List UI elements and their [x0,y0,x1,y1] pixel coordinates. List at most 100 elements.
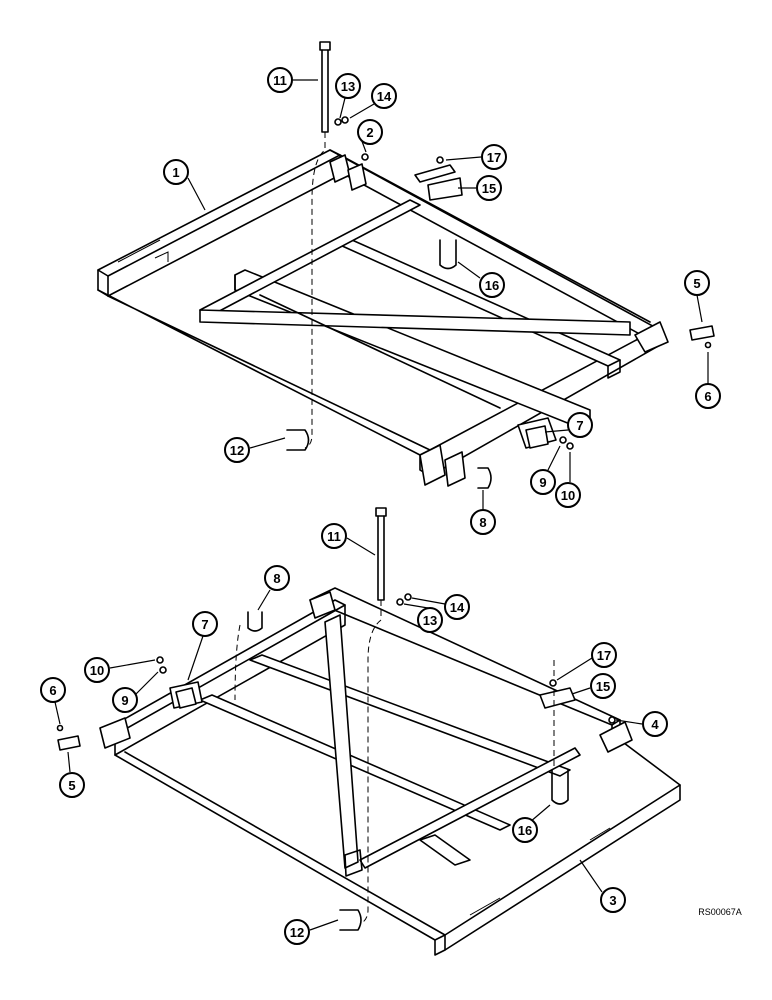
svg-text:6: 6 [49,683,56,698]
bottom-nut-17 [549,679,557,687]
top-frame-hitch-brackets [329,154,669,487]
callout-5-bottom: 5 [59,772,85,798]
callout-14-bottom: 14 [444,594,470,620]
svg-text:13: 13 [341,79,355,94]
svg-text:12: 12 [290,925,304,940]
callout-12-bottom: 12 [284,919,310,945]
callouts-top: 1 2 5 6 7 9 [163,67,721,535]
callout-11-bottom: 11 [321,523,347,549]
top-frame-rear-rail [97,149,341,297]
top-nut-17 [436,156,444,164]
callout-3: 3 [600,887,626,913]
bottom-ubolt-16 [551,769,569,805]
bottom-hitch-plate-7 [169,681,203,709]
bottom-washer-13 [396,598,404,606]
bottom-frame-left-rail [104,599,346,756]
top-frame [97,41,715,489]
svg-text:10: 10 [90,663,104,678]
callout-6: 6 [695,383,721,409]
svg-text:5: 5 [68,778,75,793]
callout-7-bottom: 7 [192,611,218,637]
callout-1: 1 [163,159,189,185]
callout-5: 5 [684,270,710,296]
bottom-standard-11 [375,507,387,601]
callout-16: 16 [479,272,505,298]
top-standard-11 [319,41,331,133]
bottom-ubolt-12 [339,909,362,931]
callout-17-bottom: 17 [591,642,617,668]
top-nut-10 [566,442,574,450]
bottom-pin-5 [57,735,81,751]
svg-text:8: 8 [479,515,486,530]
callout-15-bottom: 15 [590,673,616,699]
callout-11: 11 [267,67,293,93]
top-bracket-15 [414,164,463,201]
top-washer-13 [334,118,342,126]
top-pin-5 [689,325,715,341]
callout-10: 10 [555,482,581,508]
top-frame-cross-members [199,199,631,429]
bottom-bracket-15 [539,687,576,709]
svg-text:5: 5 [693,276,700,291]
callout-4: 4 [642,711,668,737]
bottom-frame-cross-members [199,614,581,877]
svg-text:15: 15 [596,679,610,694]
top-washer-2 [361,153,369,161]
bottom-ubolt-8 [247,611,263,632]
svg-text:7: 7 [201,617,208,632]
svg-text:1: 1 [172,165,179,180]
bottom-washer-4 [608,716,616,724]
svg-text:17: 17 [597,648,611,663]
bottom-frame-hitch-brackets [99,591,633,753]
top-ubolt-12 [286,429,310,451]
top-ubolt-16 [439,239,457,270]
callout-8: 8 [470,509,496,535]
svg-text:15: 15 [482,181,496,196]
svg-text:16: 16 [518,823,532,838]
callout-9: 9 [530,469,556,495]
callout-10-bottom: 10 [84,657,110,683]
top-nut-14 [341,116,349,124]
callout-15: 15 [476,175,502,201]
svg-text:8: 8 [273,571,280,586]
top-hitch-plate-7 [517,417,557,449]
svg-text:9: 9 [121,693,128,708]
svg-text:2: 2 [366,125,373,140]
svg-text:13: 13 [423,613,437,628]
callout-6-bottom: 6 [40,677,66,703]
svg-text:14: 14 [450,600,465,615]
callout-13: 13 [335,73,361,99]
bottom-nut-14 [404,593,412,601]
svg-text:7: 7 [576,418,583,433]
callout-9-bottom: 9 [112,687,138,713]
top-ubolt-8 [477,467,492,489]
bottom-clip-6 [56,724,64,732]
svg-text:3: 3 [609,893,616,908]
svg-text:16: 16 [485,278,499,293]
svg-text:4: 4 [651,717,659,732]
callout-8-bottom: 8 [264,565,290,591]
svg-text:6: 6 [704,389,711,404]
bottom-frame [56,507,681,956]
top-clip-6 [704,341,712,349]
callout-12: 12 [224,437,250,463]
svg-text:17: 17 [487,150,501,165]
callout-17: 17 [481,144,507,170]
callout-14: 14 [371,83,397,109]
svg-text:14: 14 [377,89,392,104]
top-washer-9 [559,436,567,444]
svg-text:9: 9 [539,475,546,490]
callout-7: 7 [567,412,593,438]
svg-text:12: 12 [230,443,244,458]
bottom-nut-10 [156,656,164,664]
callout-16-bottom: 16 [512,817,538,843]
callout-13-bottom: 13 [417,607,443,633]
svg-text:10: 10 [561,488,575,503]
callouts-bottom: 3 4 5 6 7 8 [40,523,668,945]
bottom-washer-9 [159,666,167,674]
svg-text:11: 11 [273,73,287,88]
drawing-code: RS00067A [698,907,742,917]
svg-text:11: 11 [327,529,341,544]
bottom-frame-front-rail [114,739,681,956]
